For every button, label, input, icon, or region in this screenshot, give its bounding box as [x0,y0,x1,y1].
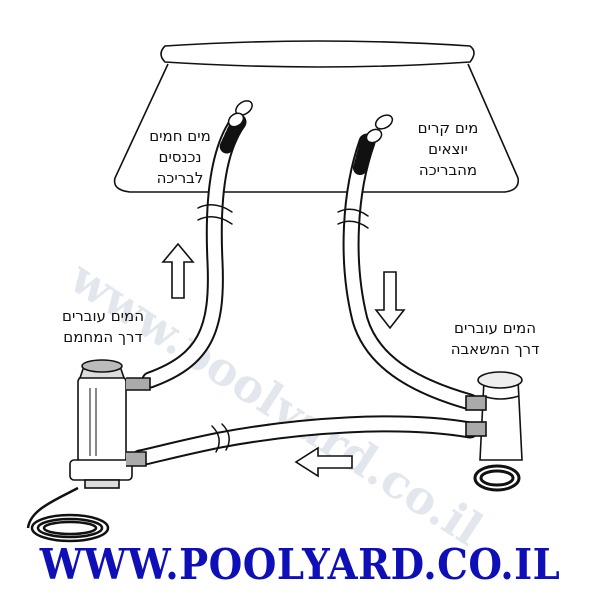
label-cold-water-line3: מהבריכה [418,161,478,179]
pump-power-cord [473,464,521,492]
pool [113,40,520,193]
arrow-left [294,446,353,478]
label-cold-water: מים קרים יוצאים מהבריכה [398,118,498,181]
connecting-hose [131,415,479,467]
label-cold-water-line1: מים קרים [417,119,479,137]
hot-water-outlet [227,100,253,128]
label-cold-water-line2: יוצאים [428,140,468,158]
arrow-up [161,242,195,299]
cold-water-inlet [365,114,394,144]
label-hot-water: מים חמים נכנסים לבריכה [130,126,230,189]
label-hot-water-line2: נכנסים [158,148,202,166]
label-hot-water-line1: מים חמים [149,127,211,145]
label-heater-line1: המים עוברים [62,307,144,325]
label-pump: המים עוברים דרך המשאבה [420,318,570,360]
heater-unit [69,359,151,489]
footer-url: WWW.POOLYARD.CO.IL [39,540,561,589]
label-pump-line1: המים עוברים [454,319,536,337]
label-heater: המים עוברים דרך המחמם [28,306,178,348]
heater-power-cord [26,486,110,543]
filter-pump [465,371,523,461]
cold-water-hose [337,133,479,411]
label-pump-line2: דרך המשאבה [450,340,540,358]
label-heater-line2: דרך המחמם [63,328,143,346]
label-hot-water-line3: לבריכה [156,169,204,187]
arrow-down [374,271,406,330]
